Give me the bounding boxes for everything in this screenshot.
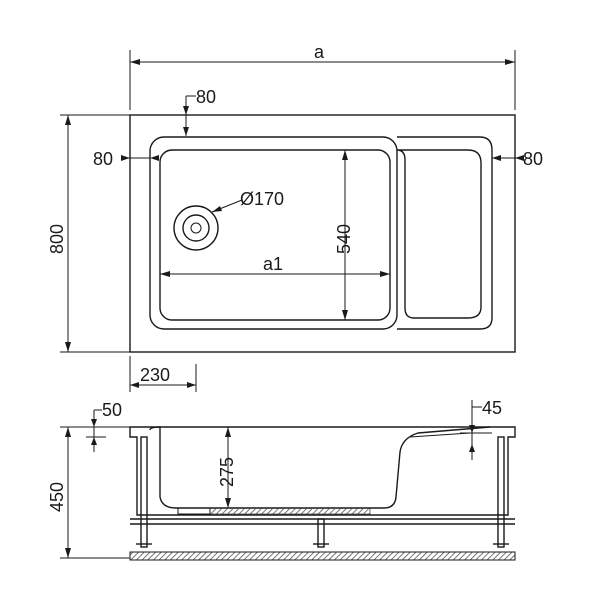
dimension-height-450: 450 <box>47 426 130 559</box>
dimension-inner-height-540: 540 <box>334 150 354 320</box>
dim-label-800: 800 <box>47 224 67 254</box>
dim-label-right-80: 80 <box>523 149 543 169</box>
floor-band <box>209 507 371 515</box>
dimension-depth-275: 275 <box>217 427 237 508</box>
drain-profile <box>177 508 211 515</box>
dim-label-left-80: 80 <box>93 149 113 169</box>
side-view: 50 450 275 <box>47 398 516 561</box>
tray-outline-top <box>129 114 516 353</box>
dimension-rim-50: 50 <box>86 400 130 452</box>
dim-label-a1: a1 <box>263 254 283 274</box>
dim-label-450: 450 <box>47 482 67 512</box>
dim-label-45: 45 <box>482 398 502 418</box>
basin-profile-inner <box>159 432 471 497</box>
basin-outer <box>149 136 398 330</box>
dimension-seat-rim-45: 45 <box>460 398 502 460</box>
dimension-drain-diameter: Ø170 <box>211 189 284 213</box>
ground <box>129 551 516 561</box>
dimension-right-margin: 80 <box>492 149 543 169</box>
support-legs <box>130 436 515 548</box>
dim-label-a: a <box>314 42 325 62</box>
basin-inner <box>159 149 391 321</box>
basin-profile <box>149 426 491 509</box>
dimension-drain-offset-230: 230 <box>129 356 197 392</box>
dim-label-drain: Ø170 <box>240 189 284 209</box>
dimension-left-margin: 80 <box>93 149 159 169</box>
top-view: a Ø170 80 <box>47 42 543 392</box>
dimension-height-800: 800 <box>47 114 130 353</box>
dim-label-50: 50 <box>102 400 122 420</box>
drain-icon <box>173 205 219 251</box>
dimension-overall-width: a <box>129 42 516 110</box>
dim-label-540: 540 <box>334 224 354 254</box>
dimension-inner-width-a1: a1 <box>160 254 390 277</box>
dim-label-275: 275 <box>217 457 237 487</box>
seat-outline <box>397 136 493 330</box>
dimension-top-margin: 80 <box>183 87 216 136</box>
tray-profile <box>129 426 516 516</box>
dim-label-top-80: 80 <box>196 87 216 107</box>
dim-label-230: 230 <box>140 365 170 385</box>
seat-inner <box>396 149 482 319</box>
